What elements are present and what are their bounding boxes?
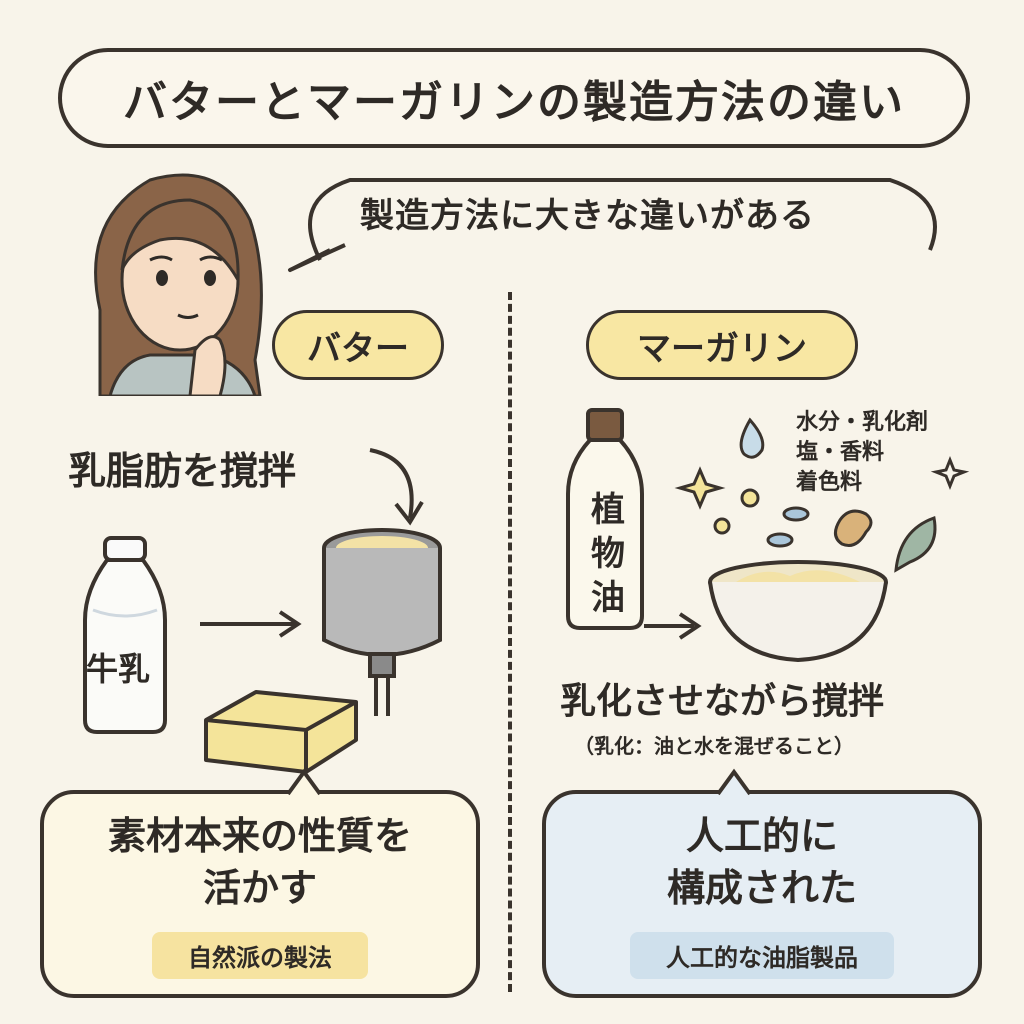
churn-machine-icon (322, 528, 442, 716)
title-box: バターとマーガリンの製造方法の違い (58, 48, 970, 148)
butter-summary-pointer (286, 768, 322, 796)
ingredients-line1: 水分・乳化剤 (796, 410, 929, 435)
margarine-label: マーガリン (586, 310, 858, 380)
vegetable-oil-bottle-icon (566, 408, 644, 630)
ingredients-line3: 着色料 (796, 470, 863, 495)
margarine-summary-box: 人工的に 構成された 人工的な油脂製品 (542, 790, 982, 998)
milk-bottle-icon (83, 536, 167, 734)
butter-step-text: 乳脂肪を撹拌 (68, 449, 297, 493)
oil-label: 植物油 (591, 490, 625, 618)
speech-text: 製造方法に大きな違いがある (360, 196, 815, 236)
butter-label: バター (272, 310, 444, 380)
woman-thinking-illustration (94, 173, 263, 396)
margarine-summary-line1: 人工的に (685, 813, 838, 858)
butter-tag: 自然派の製法 (152, 931, 368, 979)
arrow-right-icon-margarine (644, 612, 702, 640)
milk-label: 牛乳 (86, 650, 151, 688)
margarine-step-text: 乳化させながら撹拌 (560, 681, 885, 722)
margarine-summary-line2: 構成された (666, 865, 857, 910)
column-divider (508, 292, 512, 992)
ingredients-list: 水分・乳化剤 塩・香料 着色料 (796, 408, 928, 498)
arrow-right-icon (200, 610, 302, 638)
butter-summary-box: 素材本来の性質を 活かす 自然派の製法 (40, 790, 480, 998)
ingredients-scatter-icons (674, 417, 970, 573)
butter-summary-line1: 素材本来の性質を (107, 813, 412, 858)
butter-block-icon (204, 690, 358, 774)
ingredients-line2: 塩・香料 (796, 440, 885, 465)
butter-summary-line2: 活かす (202, 865, 317, 910)
speech-bubble (288, 178, 937, 272)
margarine-summary-pointer (716, 768, 752, 796)
mixing-bowl-icon (708, 560, 888, 663)
margarine-step-note: （乳化：油と水を混ぜること） (574, 734, 854, 758)
page-title: バターとマーガリンの製造方法の違い (123, 77, 905, 128)
margarine-tag: 人工的な油脂製品 (630, 931, 894, 979)
curved-arrow-icon (369, 448, 424, 526)
